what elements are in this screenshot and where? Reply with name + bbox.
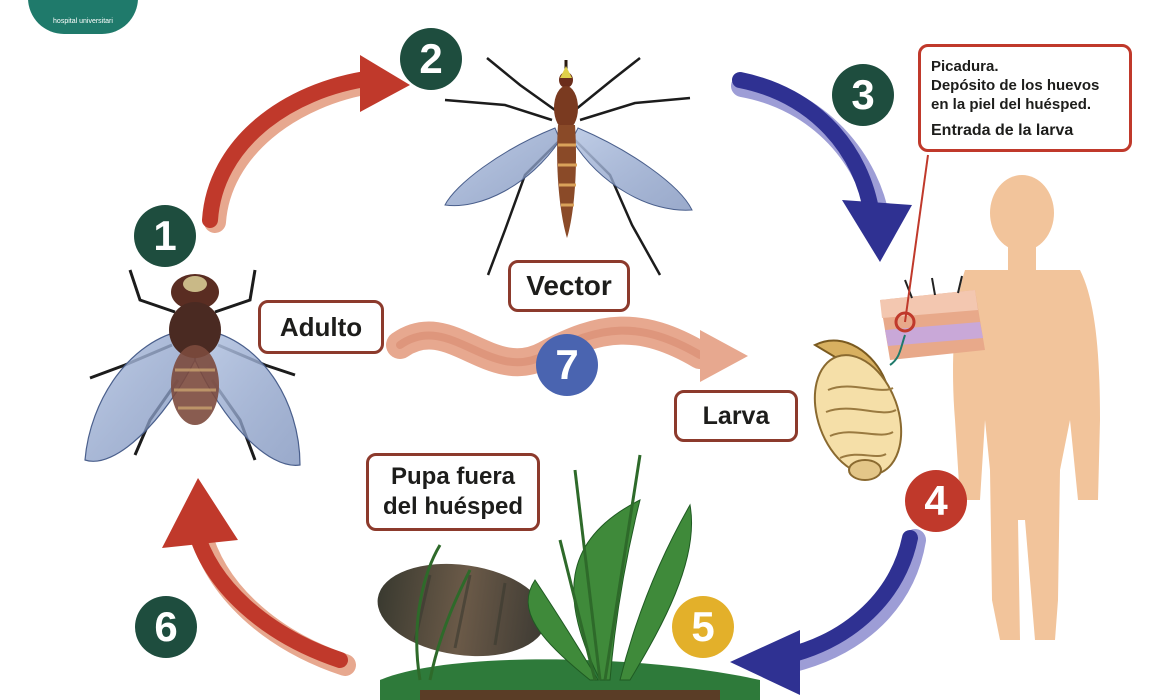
note-line-2a: Depósito de los huevos bbox=[931, 77, 1100, 94]
note-line-1: Picadura. bbox=[931, 58, 999, 75]
step-number-2: 2 bbox=[400, 28, 462, 90]
mosquito-illustration bbox=[444, 57, 693, 276]
arrow-2-to-3 bbox=[731, 72, 912, 262]
adult-fly-illustration bbox=[84, 269, 301, 466]
label-pupa-line1: Pupa fuera bbox=[390, 463, 516, 490]
label-pupa: Pupa fuera del huésped bbox=[366, 453, 540, 531]
logo-text: hospital universitari bbox=[53, 18, 113, 25]
hospital-logo: hospital universitari bbox=[28, 0, 138, 34]
arrow-1-to-2 bbox=[202, 55, 410, 233]
pupa-and-plants-illustration bbox=[377, 454, 760, 700]
label-pupa-line2: del huésped bbox=[382, 493, 524, 520]
step-number-4: 4 bbox=[905, 470, 967, 532]
bite-note-box: Picadura. Depósito de los huevos en la p… bbox=[918, 44, 1132, 152]
arrow-4-to-5 bbox=[730, 529, 926, 695]
note-line-2b: en la piel del huésped. bbox=[931, 96, 1092, 113]
note-line-3: Entrada de la larva bbox=[931, 122, 1074, 139]
larva-illustration bbox=[812, 339, 903, 481]
step-number-7: 7 bbox=[536, 334, 598, 396]
label-vector: Vector bbox=[508, 260, 630, 312]
arrow-6-to-1 bbox=[162, 478, 356, 676]
step-number-6: 6 bbox=[135, 596, 197, 658]
human-host-silhouette bbox=[953, 175, 1100, 640]
label-larva: Larva bbox=[674, 390, 798, 442]
step-number-3: 3 bbox=[832, 64, 894, 126]
skin-section-illustration bbox=[880, 154, 985, 366]
step-number-5: 5 bbox=[672, 596, 734, 658]
step-number-1: 1 bbox=[134, 205, 196, 267]
label-adulto: Adulto bbox=[258, 300, 384, 354]
